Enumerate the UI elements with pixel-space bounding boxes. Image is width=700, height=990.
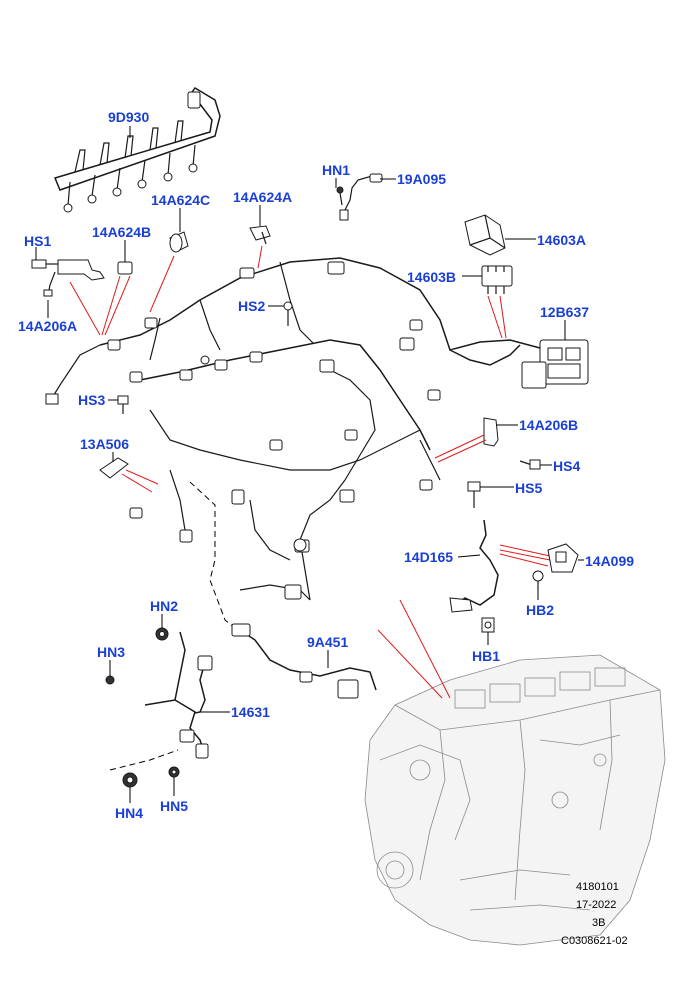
reference-line-2: 17-2022 (576, 899, 616, 911)
red-leader-7 (499, 295, 507, 339)
module-14603B (481, 265, 513, 294)
callout-14603A: 14603A (537, 232, 586, 248)
callout-HB1: HB1 (472, 648, 500, 664)
red-leader-10 (434, 434, 485, 459)
callout-14A206B: 14A206B (519, 417, 578, 433)
callout-9D930: 9D930 (108, 109, 149, 125)
module-14603A (464, 214, 506, 256)
callout-14D165: 14D165 (404, 549, 453, 565)
connector-14A624C (169, 231, 189, 253)
harness-9A451 (231, 623, 377, 699)
red-leader-12 (499, 544, 551, 557)
callout-12B637: 12B637 (540, 304, 589, 320)
red-leader-4 (149, 255, 175, 313)
red-leader-5 (257, 245, 263, 269)
injector-harness-9D930 (53, 87, 221, 213)
reference-line-4: C0308621-02 (561, 935, 628, 947)
nut-HN2 (155, 627, 169, 641)
leader-14D165 (457, 554, 481, 558)
bracket-14A206B (483, 417, 499, 447)
module-14A099 (547, 543, 579, 573)
connector-14A624B (117, 261, 133, 275)
red-leader-8 (121, 473, 153, 493)
bracket-HS1-group (43, 259, 105, 297)
nut-HN4 (122, 772, 138, 788)
red-leader-1 (69, 281, 101, 336)
reference-line-1: 4180101 (576, 881, 619, 893)
bolt-HB2 (532, 570, 544, 590)
callout-14A206A: 14A206A (18, 318, 77, 334)
callout-14A624A: 14A624A (233, 189, 292, 205)
callout-14631: 14631 (231, 704, 270, 720)
callout-HN4: HN4 (115, 805, 143, 821)
red-leader-6 (487, 295, 503, 339)
engine-block-illustration (364, 654, 666, 946)
red-leader-9 (125, 469, 159, 485)
red-leader-13 (499, 549, 551, 561)
callout-HS3: HS3 (78, 392, 105, 408)
callout-HS2: HS2 (238, 298, 265, 314)
nut-HN5 (168, 766, 180, 778)
callout-HN1: HN1 (322, 162, 350, 178)
callout-19A095: 19A095 (397, 171, 446, 187)
bolt-HB1 (481, 617, 495, 633)
bolt-HS3 (117, 395, 129, 414)
harness-14631 (144, 631, 213, 759)
connector-block-12B637 (521, 339, 589, 389)
harness-14D165 (449, 519, 499, 613)
nut-HN3 (105, 675, 115, 685)
reference-line-3: 3B (592, 917, 605, 929)
red-leader-14 (499, 553, 549, 567)
callout-HN3: HN3 (97, 644, 125, 660)
bolt-HS4 (519, 459, 541, 470)
connector-14A624A (249, 225, 271, 245)
dashed-link-line (189, 481, 241, 633)
hose-13A506 (99, 457, 129, 479)
callout-13A506: 13A506 (80, 436, 129, 452)
callout-HS4: HS4 (553, 458, 580, 474)
red-leader-15 (399, 599, 451, 699)
callout-HB2: HB2 (526, 602, 554, 618)
bolt-HS1 (31, 259, 60, 269)
callout-HS1: HS1 (24, 233, 51, 249)
callout-HN2: HN2 (150, 598, 178, 614)
main-engine-harness (45, 257, 541, 601)
callout-14603B: 14603B (407, 269, 456, 285)
callout-HN5: HN5 (160, 798, 188, 814)
callout-14A624B: 14A624B (92, 224, 151, 240)
red-leader-11 (437, 439, 487, 463)
dashed-link-line-lower (109, 749, 179, 771)
red-leader-16 (377, 629, 443, 699)
red-leader-3 (101, 275, 121, 336)
callout-9A451: 9A451 (307, 634, 348, 650)
callout-HS5: HS5 (515, 480, 542, 496)
red-leader-2 (104, 275, 131, 336)
callout-14A624C: 14A624C (151, 192, 210, 208)
sensor-19A095 (336, 173, 383, 221)
callout-14A099: 14A099 (585, 553, 634, 569)
bolt-HS5 (467, 481, 481, 508)
